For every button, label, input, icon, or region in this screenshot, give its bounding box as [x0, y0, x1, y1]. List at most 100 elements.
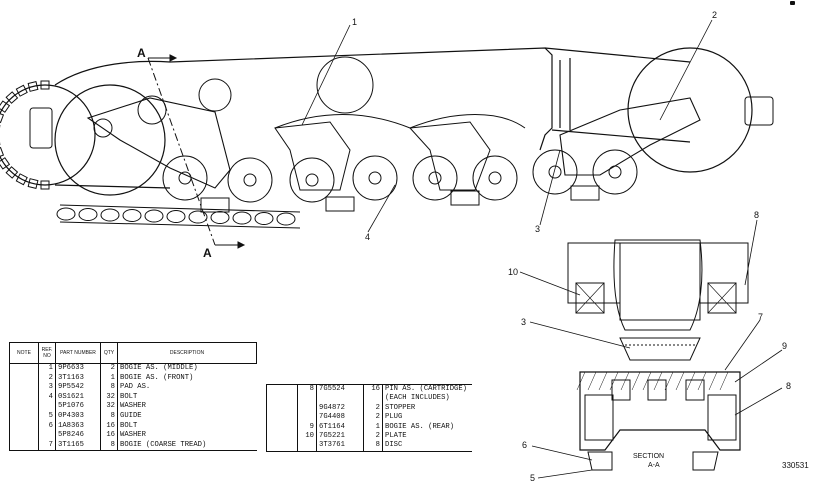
hatch-line — [642, 371, 652, 391]
cell-part: 3T1163 — [55, 373, 101, 384]
col-ref: REF. NO — [38, 342, 56, 364]
corner-mark — [790, 1, 795, 5]
section-caption-line2: A-A — [648, 462, 660, 469]
cell-ref — [297, 441, 317, 452]
parts-row: (EACH INCLUDES) — [266, 394, 472, 404]
roller-hub — [548, 165, 562, 179]
cell-part: 7G4408 — [316, 413, 364, 423]
cell-ref — [297, 413, 317, 423]
middle-bogie-1 — [274, 114, 411, 191]
cell-note — [266, 403, 298, 414]
hatch-line — [598, 371, 608, 391]
col-part: PART NUMBER — [55, 342, 101, 364]
track-roller — [532, 149, 578, 195]
sprocket-tooth — [0, 146, 5, 159]
hatch-line — [708, 371, 718, 391]
cell-part: 6T1164 — [316, 422, 364, 433]
cell-desc: BOLT — [117, 392, 257, 403]
cell-desc: DISC — [382, 441, 472, 452]
hatch-line — [653, 371, 663, 391]
cell-qty: 32 — [100, 392, 118, 403]
cell-note — [9, 383, 39, 393]
cell-qty: 2 — [363, 432, 383, 442]
sprocket-tooth — [27, 178, 39, 189]
callout-7: 7 — [758, 312, 763, 322]
figure-number: 330531 — [782, 461, 809, 470]
cell-ref: 7 — [38, 440, 56, 452]
sprocket-tooth — [15, 84, 28, 97]
track-link — [122, 209, 142, 222]
cell-ref: 1 — [38, 363, 56, 374]
hatch-line — [587, 371, 597, 391]
rear-bogie-arm — [559, 97, 701, 176]
track-roller — [592, 149, 638, 195]
cell-part: 1A8363 — [55, 421, 101, 432]
cell-ref: 4 — [38, 392, 56, 403]
hatch-line — [719, 371, 729, 391]
track-link — [276, 212, 296, 226]
cell-ref — [297, 394, 317, 404]
callout-4: 4 — [365, 232, 370, 242]
cell-qty: 8 — [100, 440, 118, 452]
cell-qty: 2 — [100, 363, 118, 374]
cell-ref: 3 — [38, 383, 56, 393]
cell-ref: 5 — [38, 411, 56, 422]
cell-desc: BOGIE AS. (FRONT) — [117, 373, 257, 384]
cell-ref: 2 — [38, 373, 56, 384]
cell-part: 0S1621 — [55, 392, 101, 403]
front-bogie-arm — [86, 97, 231, 189]
cell-note — [266, 441, 298, 452]
cell-note — [266, 394, 298, 404]
roller-hub — [608, 165, 622, 179]
roller-hub — [368, 171, 382, 185]
track-chain — [56, 204, 301, 229]
cell-qty: 1 — [363, 422, 383, 433]
cell-part: 9P6633 — [55, 363, 101, 374]
track-link — [188, 210, 208, 224]
track-roller — [412, 155, 458, 201]
cell-note — [9, 440, 39, 452]
callout-8-bottom: 8 — [786, 381, 791, 391]
callout-1: 1 — [352, 17, 357, 27]
cell-qty: 1 — [100, 373, 118, 384]
hatch-line — [697, 371, 707, 391]
cell-desc: WASHER — [117, 431, 257, 441]
hatch-line — [631, 371, 641, 391]
track-roller — [289, 157, 335, 203]
track-link — [100, 208, 120, 222]
cell-qty: 16 — [100, 431, 118, 441]
cell-desc: PIN AS. (CARTRIDGE) — [382, 384, 472, 395]
cell-qty: 16 — [100, 421, 118, 432]
cell-qty: 2 — [363, 413, 383, 423]
callout-10: 10 — [508, 267, 518, 277]
track-roller — [162, 155, 208, 201]
guard-block — [325, 196, 355, 212]
cell-note — [9, 392, 39, 403]
cell-desc: GUIDE — [117, 411, 257, 422]
cell-desc: PLUG — [382, 413, 472, 423]
cell-part: 5P1076 — [55, 402, 101, 412]
sprocket-tooth — [15, 173, 28, 186]
cell-desc: WASHER — [117, 402, 257, 412]
cell-desc: BOLT — [117, 421, 257, 432]
bogie-pivot — [93, 118, 113, 138]
track-link — [210, 211, 230, 224]
cell-part: 9P5542 — [55, 383, 101, 393]
col-qty: QTY — [100, 342, 118, 364]
cell-part — [316, 394, 364, 404]
cell-ref — [297, 403, 317, 414]
callout-9: 9 — [782, 341, 787, 351]
cell-qty: 2 — [363, 403, 383, 414]
sprocket-tooth — [40, 180, 50, 190]
